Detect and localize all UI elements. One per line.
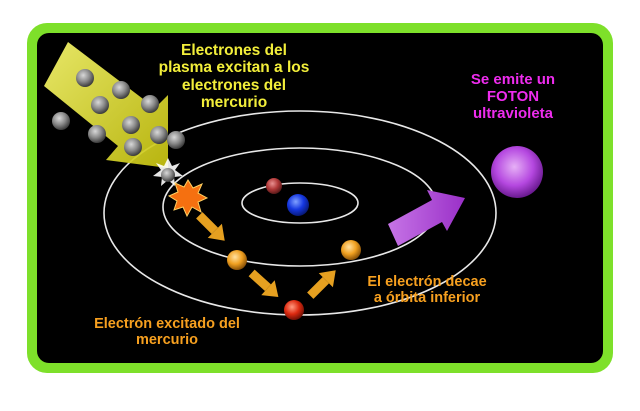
photon-label-line: Se emite un bbox=[470, 71, 556, 88]
plasma-electron bbox=[52, 112, 70, 130]
decay-label-line: El electrón decae bbox=[367, 274, 487, 290]
plasma-electron bbox=[76, 69, 94, 87]
plasma-electron bbox=[122, 116, 140, 134]
plasma-label-line: mercurio bbox=[200, 94, 268, 112]
excitation-arrow-2 bbox=[248, 269, 279, 298]
decayed-electron bbox=[341, 240, 361, 260]
plasma-electron bbox=[91, 96, 109, 114]
nucleus bbox=[287, 194, 309, 216]
diagram-background bbox=[37, 33, 603, 363]
excited-electron-middle-orbit bbox=[227, 250, 247, 270]
excited-label-line: Electrón excitado del bbox=[94, 316, 240, 332]
plasma-label-line: plasma excitan a los bbox=[158, 59, 310, 77]
excitation-arrow-1 bbox=[196, 212, 225, 241]
plasma-electron bbox=[150, 126, 168, 144]
plasma-electrons bbox=[52, 69, 185, 156]
decay-label: El electrón decae a órbita inferior bbox=[342, 274, 512, 306]
plasma-electron bbox=[88, 125, 106, 143]
plasma-label-line: Electrones del bbox=[181, 42, 287, 59]
photon-arrow bbox=[388, 190, 465, 246]
plasma-electron bbox=[112, 81, 130, 99]
excited-label: Electrón excitado del mercurio bbox=[68, 316, 266, 348]
inner-orbit bbox=[241, 182, 359, 224]
plasma-electron bbox=[141, 95, 159, 113]
photon-label-line: ultravioleta bbox=[472, 104, 554, 122]
plasma-label-line: electrones del bbox=[181, 76, 287, 94]
decay-arrow bbox=[307, 270, 336, 299]
photon-label-line: FOTON bbox=[486, 87, 540, 105]
collision-electron bbox=[161, 168, 175, 182]
plasma-electron bbox=[124, 138, 142, 156]
decay-label-line: a órbita inferior bbox=[373, 290, 481, 307]
plasma-electron bbox=[167, 131, 185, 149]
inner-orbit-electron bbox=[266, 178, 282, 194]
plasma-label: Electrones del plasma excitan a los elec… bbox=[140, 42, 328, 111]
excited-electron-outer-orbit bbox=[284, 300, 304, 320]
photon-sphere bbox=[491, 146, 543, 198]
excited-label-line: mercurio bbox=[135, 332, 199, 349]
photon-label: Se emite un FOTON ultravioleta bbox=[448, 71, 578, 122]
excitation-burst bbox=[167, 179, 209, 218]
